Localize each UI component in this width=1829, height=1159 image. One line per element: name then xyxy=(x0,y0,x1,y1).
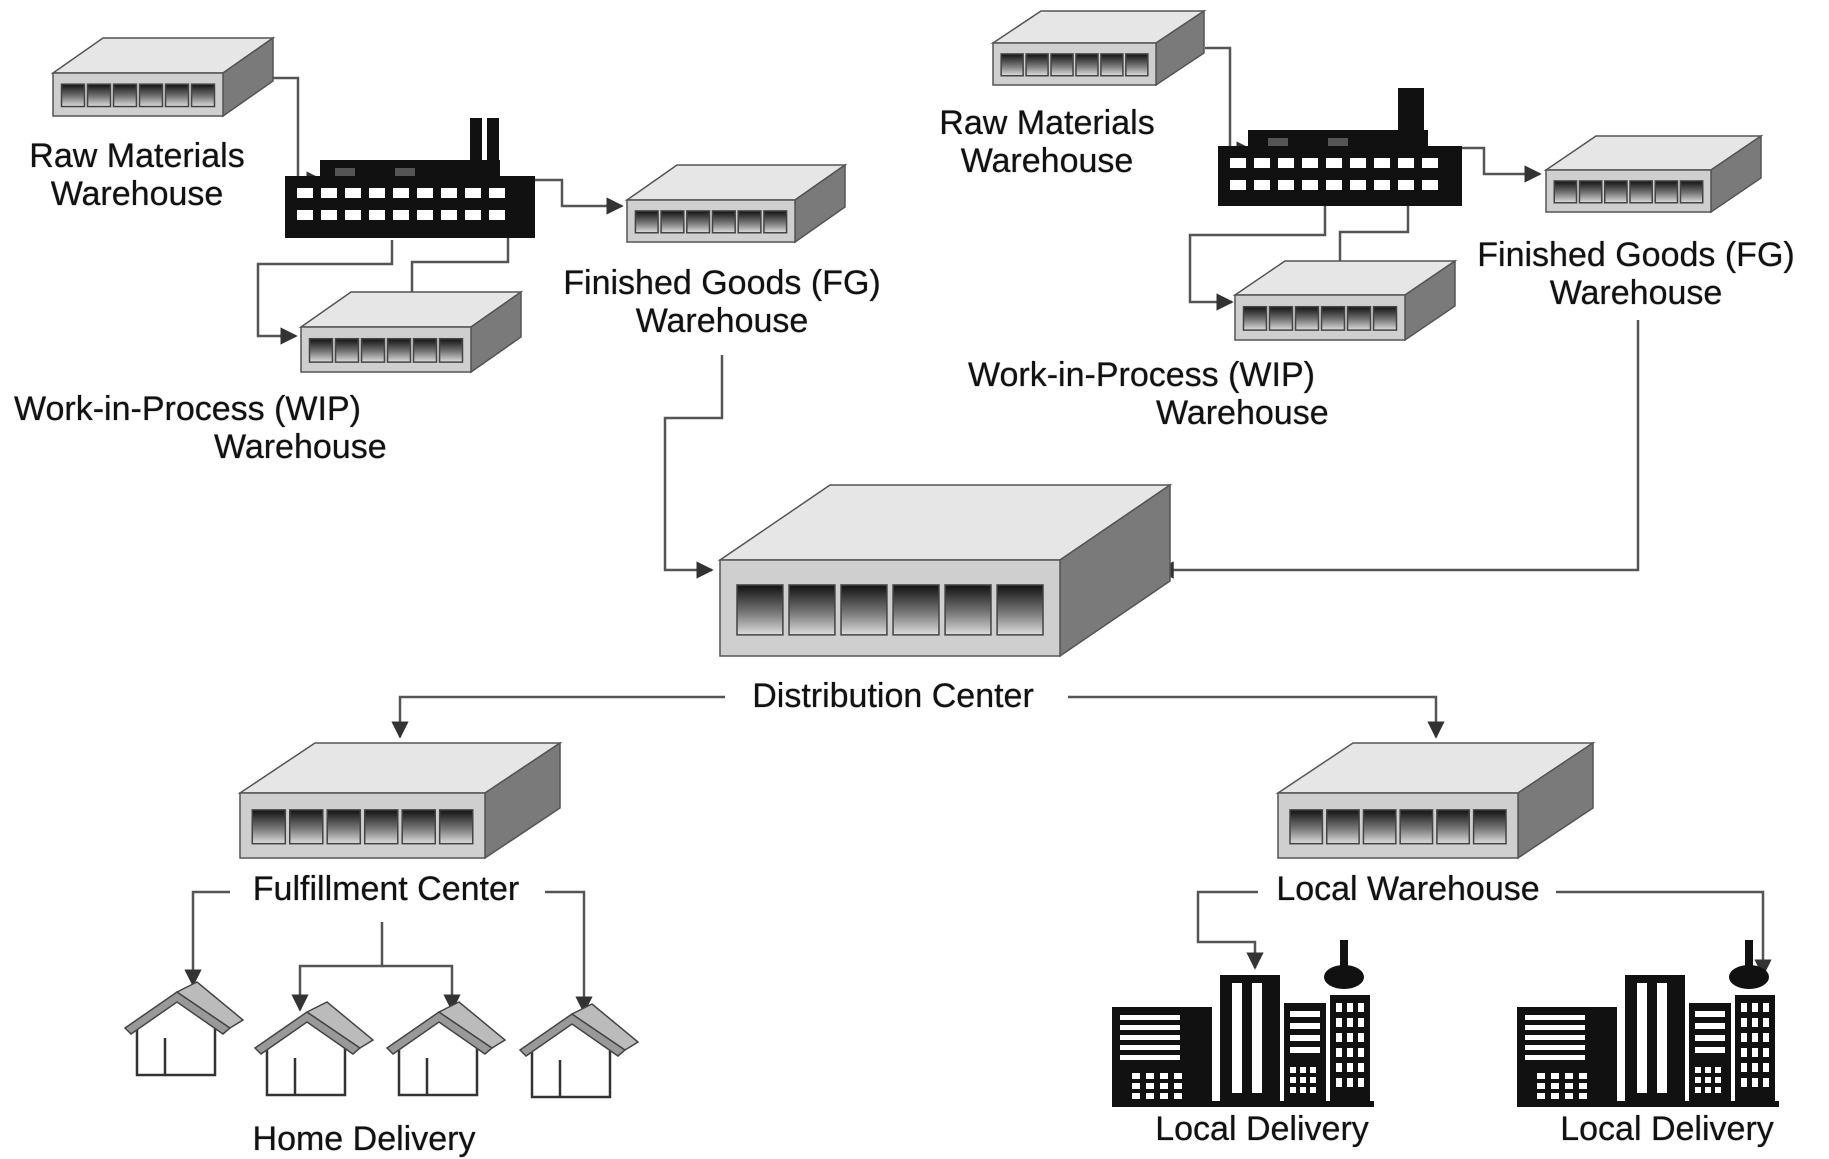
connector-fg-to-dc-left xyxy=(663,355,724,579)
home-icon-3 xyxy=(385,1001,507,1097)
warehouses xyxy=(50,9,1764,860)
fg-warehouse-label-left: Finished Goods (FG) Warehouse xyxy=(563,264,881,340)
cities xyxy=(1112,940,1779,1107)
home-icon-4 xyxy=(518,1003,640,1099)
factory-right xyxy=(1218,88,1462,206)
connector-fc-to-home-1 xyxy=(184,890,230,987)
home-delivery-label: Home Delivery xyxy=(252,1120,476,1158)
connector-factory-to-wip-right xyxy=(1188,205,1327,311)
connector-dc-to-fulfillment xyxy=(391,695,725,739)
distribution-center-warehouse xyxy=(717,483,1173,658)
connector-wip-return-left xyxy=(410,234,510,292)
city-skyline-icon-2 xyxy=(1517,940,1779,1107)
connector-factory-to-wip-left xyxy=(256,240,394,345)
connector-lw-to-city-1 xyxy=(1196,890,1264,970)
connector-fg-to-dc-right xyxy=(1156,320,1640,579)
local-warehouse-label: Local Warehouse xyxy=(1270,870,1546,908)
home-icon-2 xyxy=(253,1001,375,1097)
fulfillment-center-warehouse xyxy=(237,741,563,860)
wip-warehouse-left xyxy=(298,290,524,374)
factory-left xyxy=(285,118,535,238)
city-skyline-icon-1 xyxy=(1112,940,1374,1107)
connector-wip-return-right xyxy=(1338,205,1410,262)
raw-materials-warehouse-right xyxy=(990,9,1207,87)
wip-warehouse-right xyxy=(1232,259,1458,342)
connector-dc-to-local-warehouse xyxy=(1068,695,1445,739)
wip-warehouse-label-left: Work-in-Process (WIP) Warehouse xyxy=(14,390,387,466)
connector-lw-to-city-2 xyxy=(1556,890,1772,977)
local-delivery-label-1: Local Delivery xyxy=(1155,1110,1369,1148)
raw-materials-warehouse-label-right: Raw Materials Warehouse xyxy=(939,104,1155,180)
distribution-center-label: Distribution Center xyxy=(746,677,1040,715)
home-icon-1 xyxy=(123,981,245,1077)
wip-warehouse-label-right: Work-in-Process (WIP) Warehouse xyxy=(968,356,1329,432)
fg-warehouse-right xyxy=(1543,134,1764,214)
fulfillment-center-label: Fulfillment Center xyxy=(246,870,526,908)
local-warehouse-building xyxy=(1275,741,1596,860)
connector-fc-to-homes-middle xyxy=(291,922,384,1012)
connector-fc-to-home-4 xyxy=(545,890,593,1014)
houses xyxy=(123,981,640,1099)
fg-warehouse-label-right: Finished Goods (FG) Warehouse xyxy=(1477,236,1795,312)
raw-materials-warehouse-label-left: Raw Materials Warehouse xyxy=(29,137,245,213)
connectors xyxy=(184,46,1772,1014)
fg-warehouse-left xyxy=(624,163,848,244)
raw-materials-warehouse-left xyxy=(50,36,276,118)
local-delivery-label-2: Local Delivery xyxy=(1560,1110,1774,1148)
